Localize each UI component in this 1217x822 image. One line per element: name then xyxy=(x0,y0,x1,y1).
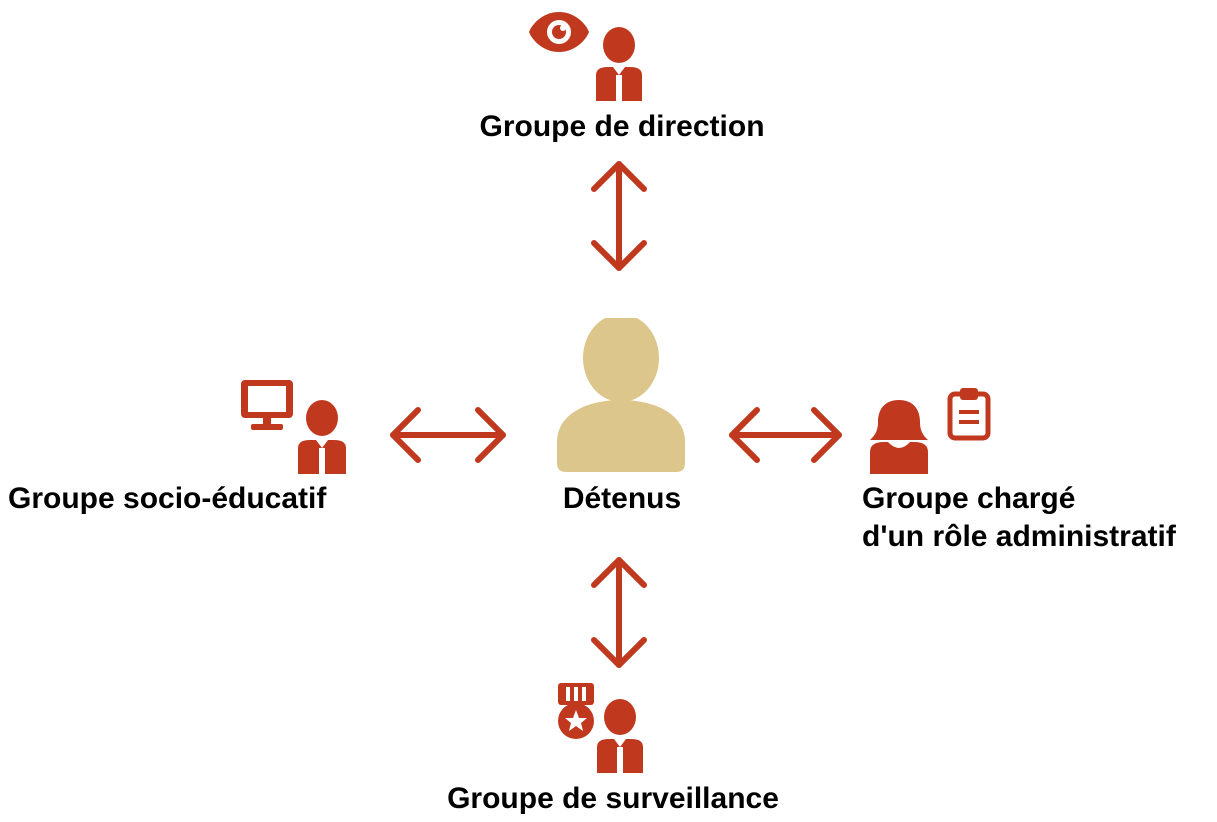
top-group-label: Groupe de direction xyxy=(479,110,765,143)
clipboard-icon xyxy=(947,388,991,441)
arrow-bottom xyxy=(591,557,647,668)
right-group-label-line2: d'un rôle administratif xyxy=(862,520,1176,553)
person-with-tie-icon xyxy=(298,400,346,474)
person-icon xyxy=(557,318,685,472)
arrow-right xyxy=(729,407,842,463)
arrow-top xyxy=(591,161,647,271)
right-group-label: Groupe chargé d'un rôle administratif xyxy=(862,480,1176,556)
person-with-tie-icon xyxy=(597,699,643,773)
medal-icon xyxy=(558,683,594,739)
eye-icon xyxy=(529,12,589,52)
monitor-icon xyxy=(241,380,293,430)
arrow-group xyxy=(390,161,842,668)
arrow-left xyxy=(390,407,506,463)
center-label: Détenus xyxy=(562,482,682,515)
bottom-group-label: Groupe de surveillance xyxy=(447,782,779,815)
woman-icon xyxy=(870,400,928,474)
right-group-label-line1: Groupe chargé xyxy=(862,482,1076,515)
person-with-tie-icon xyxy=(596,27,642,101)
left-group-label: Groupe socio-éducatif xyxy=(8,482,327,515)
